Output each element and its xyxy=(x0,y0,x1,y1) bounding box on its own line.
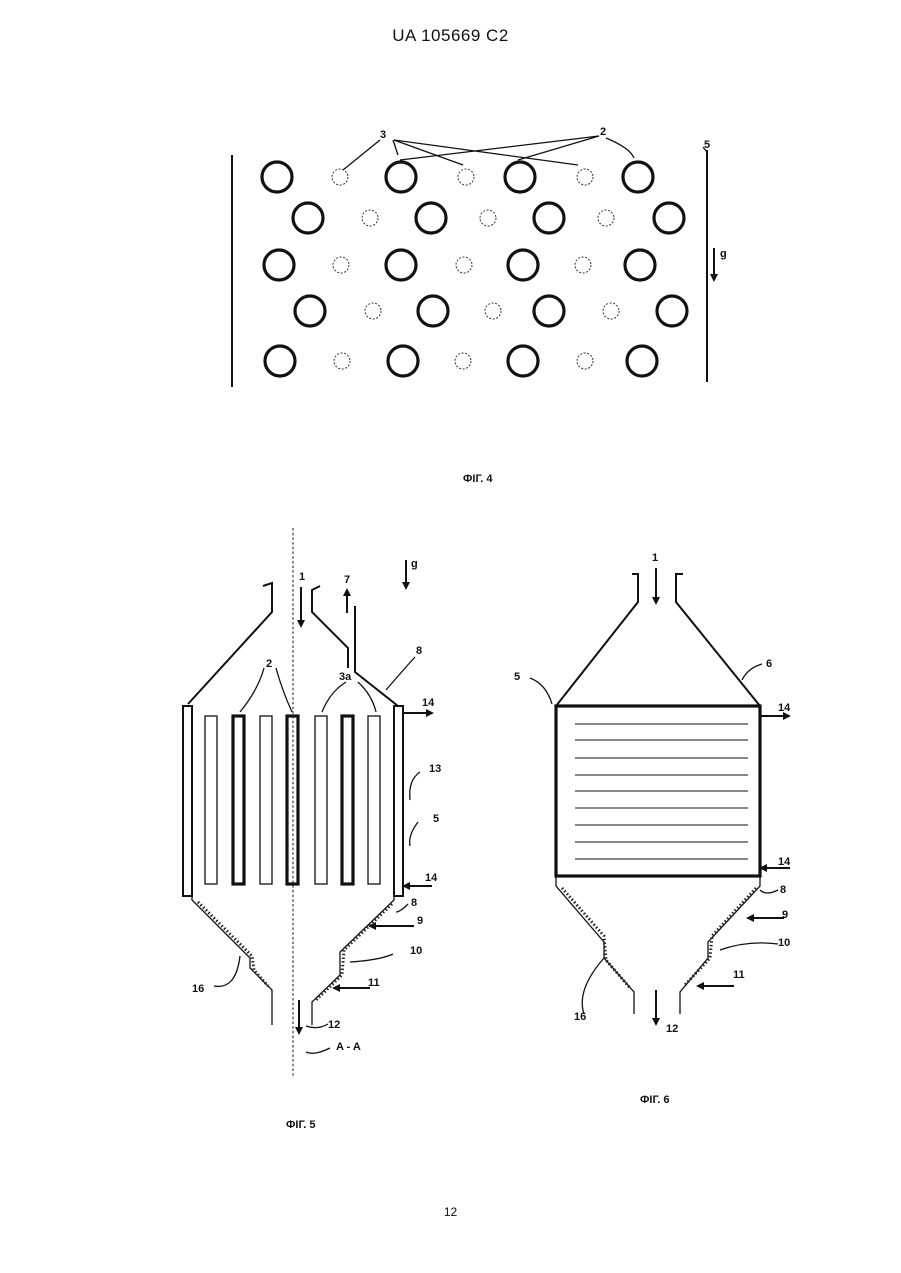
fig4-tube-array xyxy=(262,162,687,376)
fig6-distributor-left xyxy=(562,888,630,988)
fig5-label-3a: 3a xyxy=(339,671,352,683)
fig4-tube-large xyxy=(534,296,564,326)
fig6-label-14-top: 14 xyxy=(778,702,791,714)
fig6-label-1: 1 xyxy=(652,552,658,564)
fig4-tube-large xyxy=(657,296,687,326)
fig6-diagram: 1 6 5 14 14 8 9 10 11 16 12 ФІГ. 6 xyxy=(514,552,791,1106)
fig6-lower-cone-left xyxy=(556,876,634,1014)
fig5-label-16: 16 xyxy=(192,983,204,995)
fig4-label-g: g xyxy=(720,248,727,260)
fig4-tube-small xyxy=(334,353,350,369)
fig4-tube-small xyxy=(480,210,496,226)
fig4-tube-large xyxy=(508,250,538,280)
fig5-distributor-left xyxy=(198,902,268,986)
fig5-label-2: 2 xyxy=(266,658,272,670)
fig5-label-AA: A - A xyxy=(336,1041,361,1053)
fig5-label-g: g xyxy=(411,558,418,570)
fig4-tube-small xyxy=(577,353,593,369)
fig4-caption: ФІГ. 4 xyxy=(463,473,493,485)
fig6-label-12: 12 xyxy=(666,1023,678,1035)
fig4-label-3: 3 xyxy=(380,129,386,141)
fig5-label-13: 13 xyxy=(429,763,441,775)
fig6-label-8: 8 xyxy=(780,884,786,896)
fig4-tube-large xyxy=(508,346,538,376)
fig4-leaders xyxy=(343,136,707,170)
fig6-upper-cone-right xyxy=(676,574,760,706)
fig5-tube-small xyxy=(315,716,327,884)
fig5-tube-large xyxy=(233,716,244,884)
fig4-tube-large xyxy=(386,162,416,192)
fig6-label-6: 6 xyxy=(766,658,772,670)
fig4-tube-small xyxy=(365,303,381,319)
fig5-upper-cone-right-b xyxy=(355,606,398,706)
fig5-label-8-bottom: 8 xyxy=(411,897,417,909)
fig5-label-14-top: 14 xyxy=(422,697,435,709)
fig6-leaders xyxy=(530,664,778,1014)
fig5-upper-cone-left xyxy=(188,583,272,704)
fig5-label-11: 11 xyxy=(368,977,380,989)
fig4-tube-large xyxy=(534,203,564,233)
fig6-label-5: 5 xyxy=(514,671,520,683)
fig4-tube-large xyxy=(265,346,295,376)
fig4-tube-large xyxy=(295,296,325,326)
fig4-tube-large xyxy=(654,203,684,233)
fig6-upper-cone-left xyxy=(556,574,638,706)
fig5-caption: ФІГ. 5 xyxy=(286,1119,316,1131)
fig4-tube-small xyxy=(598,210,614,226)
fig4-label-5: 5 xyxy=(704,139,710,151)
fig4-tube-small xyxy=(577,169,593,185)
fig5-tube-small xyxy=(260,716,272,884)
fig4-tube-small xyxy=(332,169,348,185)
fig5-label-14-bottom: 14 xyxy=(425,872,438,884)
fig4-tube-large xyxy=(388,346,418,376)
fig4-tube-small xyxy=(575,257,591,273)
fig5-diagram: 1 7 g 8 2 3a 14 13 5 14 8 9 10 11 16 12 … xyxy=(183,528,441,1131)
fig5-label-1: 1 xyxy=(299,571,305,583)
fig6-label-11: 11 xyxy=(733,969,745,981)
fig4-tube-large xyxy=(627,346,657,376)
fig5-lower-cone-left xyxy=(192,890,272,1025)
fig6-label-9: 9 xyxy=(782,909,788,921)
fig5-label-9: 9 xyxy=(417,915,423,927)
fig5-upper-cone-right-a xyxy=(312,586,348,668)
fig4-diagram: 3 2 5 g ФІГ. 4 xyxy=(232,126,727,485)
fig4-tube-large xyxy=(418,296,448,326)
fig5-label-12: 12 xyxy=(328,1019,340,1031)
fig4-tube-small xyxy=(456,257,472,273)
fig4-tube-small xyxy=(603,303,619,319)
fig4-tube-small xyxy=(362,210,378,226)
fig6-label-16: 16 xyxy=(574,1011,586,1023)
fig5-tube-large xyxy=(342,716,353,884)
fig5-label-5: 5 xyxy=(433,813,439,825)
fig6-plates xyxy=(575,724,748,859)
fig4-tube-large xyxy=(264,250,294,280)
fig5-label-10: 10 xyxy=(410,945,422,957)
fig5-label-7: 7 xyxy=(344,574,350,586)
fig4-tube-large xyxy=(623,162,653,192)
fig5-distributor-right xyxy=(316,904,392,1000)
fig4-tube-large xyxy=(262,162,292,192)
fig4-tube-small xyxy=(333,257,349,273)
fig6-label-14-bottom: 14 xyxy=(778,856,791,868)
fig4-tube-small xyxy=(485,303,501,319)
fig4-tube-large xyxy=(293,203,323,233)
page-number: 12 xyxy=(0,1205,901,1219)
fig5-jacket-left xyxy=(183,706,192,896)
fig4-tube-large xyxy=(416,203,446,233)
fig5-label-8-top: 8 xyxy=(416,645,422,657)
fig5-tube-small xyxy=(368,716,380,884)
fig5-tube-small xyxy=(205,716,217,884)
fig4-tube-small xyxy=(455,353,471,369)
fig4-tube-large xyxy=(505,162,535,192)
fig4-tube-large xyxy=(386,250,416,280)
fig6-label-10: 10 xyxy=(778,937,790,949)
fig6-caption: ФІГ. 6 xyxy=(640,1094,670,1106)
fig4-tube-small xyxy=(458,169,474,185)
fig4-label-2: 2 xyxy=(600,126,606,138)
fig4-tube-large xyxy=(625,250,655,280)
fig5-jacket-right xyxy=(394,706,403,896)
